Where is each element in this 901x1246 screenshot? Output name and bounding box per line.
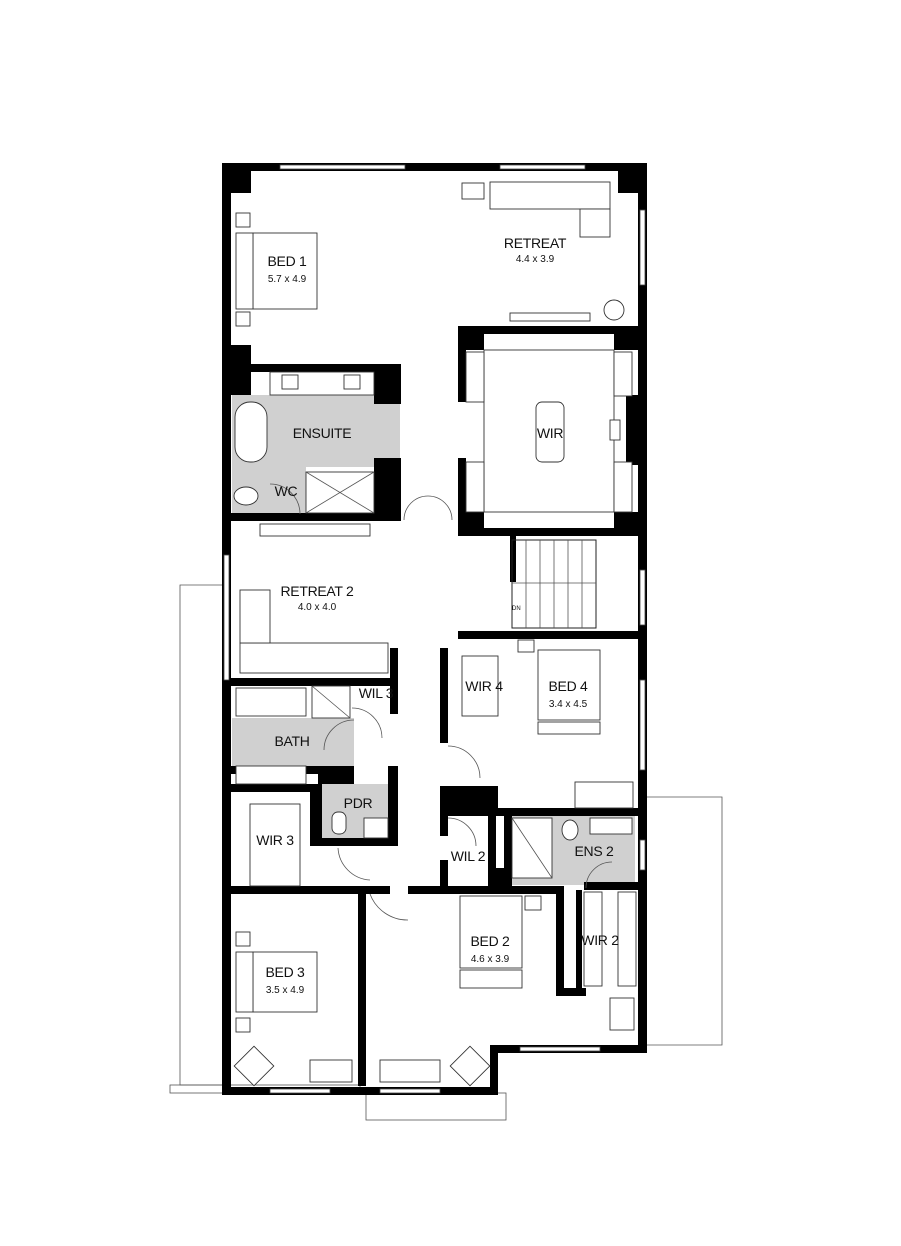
ensuite-label: ENSUITE	[293, 425, 352, 441]
wil3-label: WIL 3	[359, 685, 394, 701]
bed1-bed	[252, 232, 318, 310]
bed4-label: BED 4	[549, 678, 588, 694]
internal-walls	[231, 326, 638, 1086]
bed3-dims: 3.5 x 4.9	[266, 985, 305, 996]
wc-label: WC	[275, 483, 298, 499]
bath-label: BATH	[274, 733, 309, 749]
wil2-label: WIL 2	[451, 848, 486, 864]
wir3-label: WIR 3	[256, 832, 294, 848]
bed3-label: BED 3	[266, 964, 305, 980]
stair-dn-label: DN	[512, 606, 521, 612]
bed3-bed	[252, 951, 318, 1013]
bathtub	[234, 401, 268, 463]
room-labels: BED 1 5.7 x 4.9 RETREAT 4.4 x 3.9 WIR EN…	[256, 235, 619, 996]
ens2-label: ENS 2	[575, 843, 614, 859]
bed2-dims: 4.6 x 3.9	[471, 954, 510, 965]
retreat-label: RETREAT	[504, 235, 567, 251]
retreat-dims: 4.4 x 3.9	[516, 254, 555, 265]
retreat2-dims: 4.0 x 4.0	[298, 602, 337, 613]
retreat2-sofa	[239, 642, 389, 674]
wir-island	[535, 401, 565, 463]
wir2-label: WIR 2	[581, 932, 619, 948]
wir-label: WIR	[537, 425, 564, 441]
bed2-bed	[459, 895, 523, 969]
bed2-label: BED 2	[471, 933, 510, 949]
pdr-label: PDR	[344, 795, 373, 811]
bed4-dims: 3.4 x 4.5	[549, 699, 588, 710]
bath-floor	[232, 718, 354, 766]
bed1-label: BED 1	[268, 253, 307, 269]
bed4-bed	[537, 649, 601, 721]
furniture	[233, 181, 637, 1087]
bed1-dims: 5.7 x 4.9	[268, 274, 307, 285]
wir4-label: WIR 4	[465, 678, 503, 694]
doors	[269, 483, 613, 921]
windows	[223, 164, 646, 1094]
retreat2-label: RETREAT 2	[280, 583, 354, 599]
retreat-sofa	[489, 181, 611, 210]
